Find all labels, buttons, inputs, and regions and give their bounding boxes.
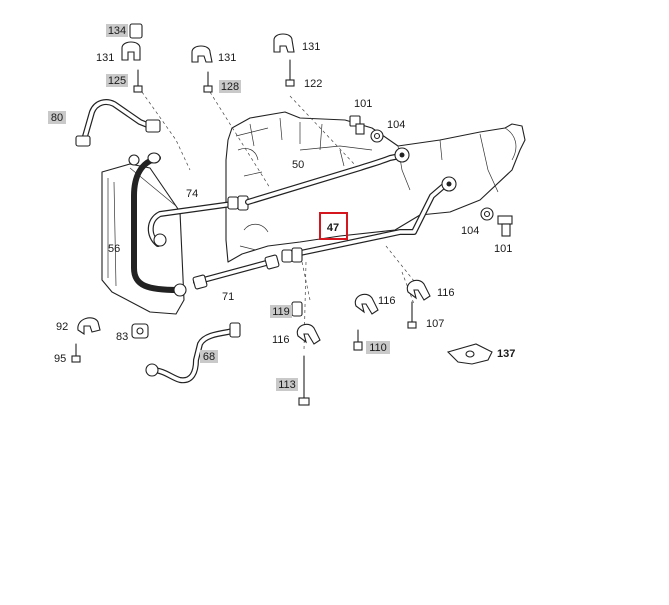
label-92: 92 <box>56 321 68 333</box>
label-box-128 <box>219 80 241 93</box>
label-box-134 <box>106 24 128 37</box>
label-box-113 <box>276 378 298 391</box>
label-134: 134 <box>108 25 126 37</box>
part-107-bolt <box>407 301 417 329</box>
label-50: 50 <box>292 159 304 171</box>
part-137-bracket <box>446 343 493 365</box>
label-box-80 <box>48 111 66 124</box>
label-80: 80 <box>51 112 63 124</box>
hose-71 <box>173 254 280 297</box>
part-104-washer-top <box>370 129 384 143</box>
label-128: 128 <box>221 81 239 93</box>
part-101-banjo-bolt-right <box>497 215 513 237</box>
label-box-110 <box>366 341 390 354</box>
callouts: 134 131 131 131 125 128 122 80 101 104 5… <box>48 24 515 391</box>
label-116-a: 116 <box>378 295 396 307</box>
label-131-b: 131 <box>218 52 236 64</box>
part-116-clamp-c <box>296 323 321 345</box>
label-box-68 <box>200 350 218 363</box>
part-104-washer-right <box>480 207 494 221</box>
label-125: 125 <box>108 75 126 87</box>
part-131-clip-a <box>121 41 141 61</box>
label-box-119 <box>270 305 292 318</box>
part-116-clamp-b <box>354 293 379 315</box>
label-83: 83 <box>116 331 128 343</box>
pipe-47 <box>281 176 457 263</box>
label-104-top: 104 <box>387 119 405 131</box>
label-119: 119 <box>272 306 290 318</box>
label-95: 95 <box>54 353 66 365</box>
part-119-spacer <box>291 301 303 317</box>
part-116-clamp-a <box>406 279 431 301</box>
label-56: 56 <box>108 243 120 255</box>
pipe-74 <box>128 152 249 293</box>
label-137: 137 <box>497 348 515 360</box>
hose-68 <box>145 322 241 384</box>
label-116-b: 116 <box>437 287 455 299</box>
highlight-box-47 <box>319 212 348 240</box>
part-128-bolt <box>203 71 213 93</box>
label-101-right: 101 <box>494 243 512 255</box>
label-131-c: 131 <box>302 41 320 53</box>
part-125-bolt <box>133 69 143 93</box>
part-131-clip-c <box>273 33 295 53</box>
label-122: 122 <box>304 78 322 90</box>
part-122-bolt <box>285 59 295 87</box>
label-47: 47 <box>327 222 339 234</box>
label-110: 110 <box>369 342 387 354</box>
part-134-cap <box>129 23 143 39</box>
part-110-stud <box>353 329 363 351</box>
label-74: 74 <box>186 188 198 200</box>
label-68: 68 <box>203 351 215 363</box>
part-131-clip-b <box>191 45 213 63</box>
label-113: 113 <box>278 379 296 391</box>
label-131-a: 131 <box>96 52 114 64</box>
pipe-80 <box>75 99 161 147</box>
part-113-bolt <box>298 355 310 406</box>
label-107: 107 <box>426 318 444 330</box>
pipe-50 <box>245 147 410 205</box>
label-101-top: 101 <box>354 98 372 110</box>
part-83-grommet <box>131 323 149 339</box>
part-92-clamp <box>77 317 101 336</box>
label-116-c: 116 <box>272 334 290 346</box>
part-101-banjo-bolt-top <box>349 115 365 135</box>
label-71: 71 <box>222 291 234 303</box>
label-104-right: 104 <box>461 225 479 237</box>
part-95-bolt <box>71 343 81 363</box>
label-box-125 <box>106 74 128 87</box>
